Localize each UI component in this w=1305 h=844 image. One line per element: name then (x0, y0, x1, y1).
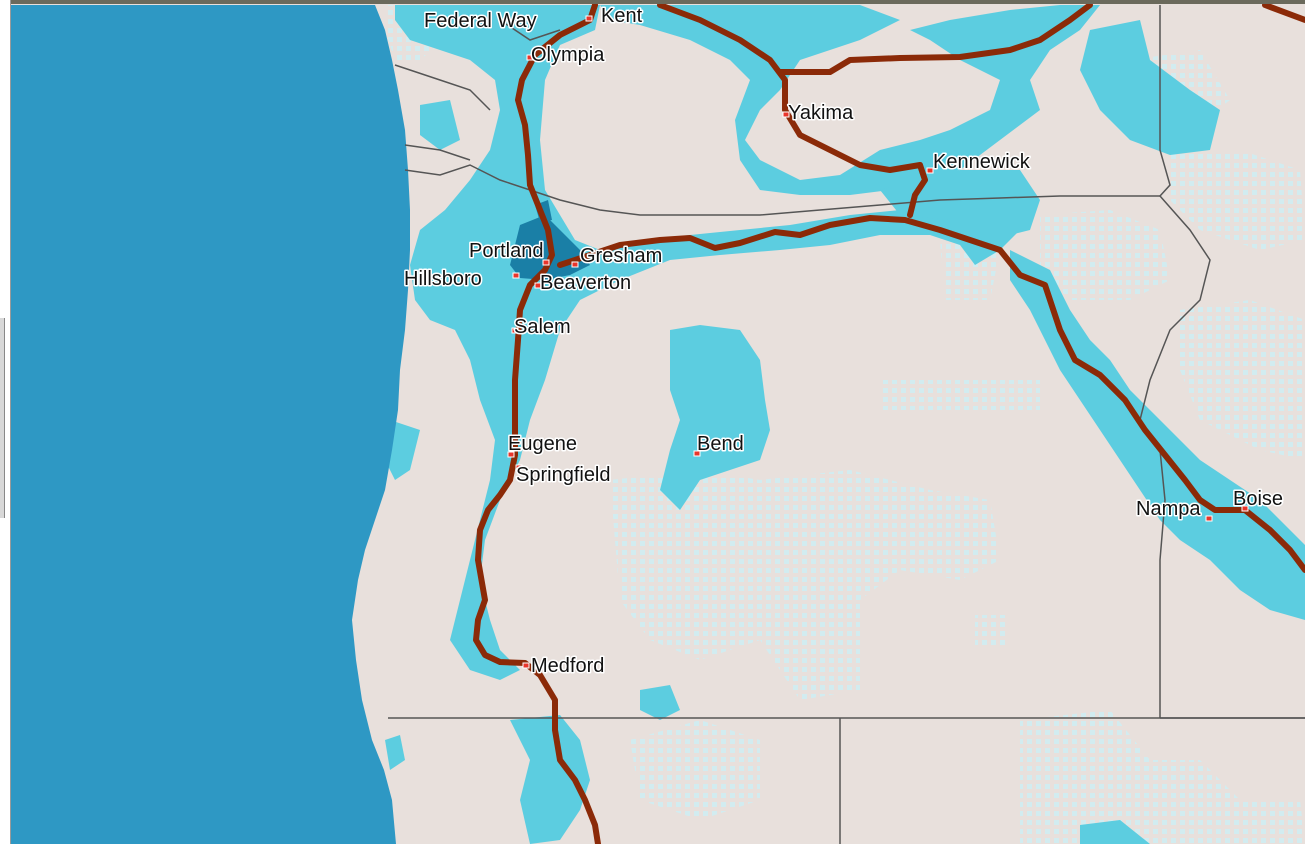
city-marker-olympia (526, 54, 534, 61)
highways (473, 2, 1305, 844)
city-markers (507, 15, 1249, 669)
city-label-kent[interactable]: Kent (600, 4, 645, 29)
city-marker-boise (1241, 505, 1249, 512)
city-marker-portland (542, 259, 550, 266)
city-label-federal-way[interactable]: Federal Way (423, 9, 539, 34)
city-marker-nampa (1205, 515, 1213, 522)
city-marker-salem (511, 327, 519, 334)
city-label-eugene[interactable]: Eugene (507, 432, 579, 457)
city-label-springfield[interactable]: Springfield (515, 463, 613, 488)
city-label-kennewick[interactable]: Kennewick (932, 150, 1033, 175)
city-marker-gresham (571, 261, 579, 268)
city-label-salem[interactable]: Salem (513, 315, 573, 340)
city-marker-beaverton (534, 282, 542, 289)
city-label-nampa[interactable]: Nampa (1135, 497, 1203, 522)
city-marker-eugene (507, 451, 515, 458)
city-marker-kent (585, 15, 593, 22)
city-marker-medford (522, 662, 530, 669)
city-label-bend[interactable]: Bend (696, 432, 746, 457)
city-label-beaverton[interactable]: Beaverton (539, 271, 633, 296)
city-marker-bend (693, 450, 701, 457)
city-marker-springfield (515, 464, 523, 471)
city-marker-hillsboro (512, 272, 520, 279)
city-label-yakima[interactable]: Yakima (787, 101, 856, 126)
window-top-border (0, 0, 1305, 4)
city-label-medford[interactable]: Medford (530, 654, 606, 679)
city-marker-yakima (782, 111, 790, 118)
city-label-boise[interactable]: Boise (1232, 487, 1285, 512)
city-label-olympia[interactable]: Olympia (530, 43, 607, 68)
panel-collapse-handle[interactable] (0, 318, 5, 518)
city-label-gresham[interactable]: Gresham (579, 244, 664, 269)
ocean (11, 5, 410, 844)
city-label-portland[interactable]: Portland (468, 239, 546, 264)
city-marker-kennewick (926, 167, 934, 174)
left-panel-edge (0, 0, 11, 844)
city-label-hillsboro[interactable]: Hillsboro (403, 267, 484, 292)
state-boundaries (388, 5, 1305, 844)
city-labels: Federal Way Kent Olympia Yakima Kennewic… (403, 4, 1285, 679)
